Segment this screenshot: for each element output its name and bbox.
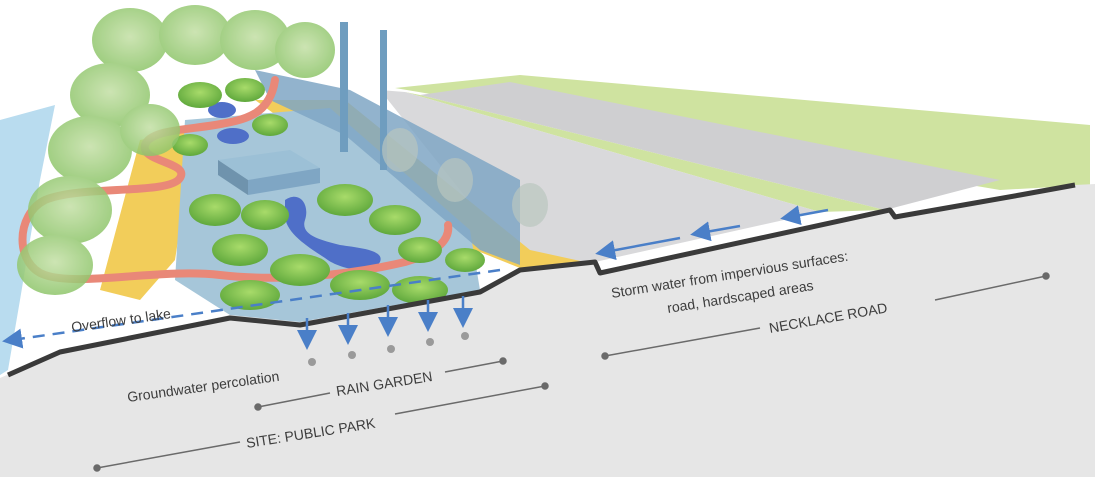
- section-lines: [93, 272, 1050, 472]
- inlet-platform: [218, 150, 320, 195]
- road-far-lane: [420, 82, 1000, 210]
- vegetation: [172, 78, 485, 310]
- lake: [0, 105, 55, 375]
- stack-right: [380, 30, 387, 170]
- retaining-wall: [255, 70, 520, 265]
- percolation-arrows: [297, 296, 473, 350]
- percolation-dots: [308, 332, 469, 366]
- stack-left: [340, 22, 348, 152]
- overflow-arrow: [2, 268, 501, 349]
- street-trees: [382, 128, 548, 227]
- grass-median: [405, 92, 885, 212]
- ponds: [208, 102, 381, 270]
- ground-section-line: [6, 182, 1076, 378]
- yellow-path-left: [100, 130, 195, 300]
- trees: [17, 5, 335, 295]
- storm-water-arrows: [595, 205, 829, 260]
